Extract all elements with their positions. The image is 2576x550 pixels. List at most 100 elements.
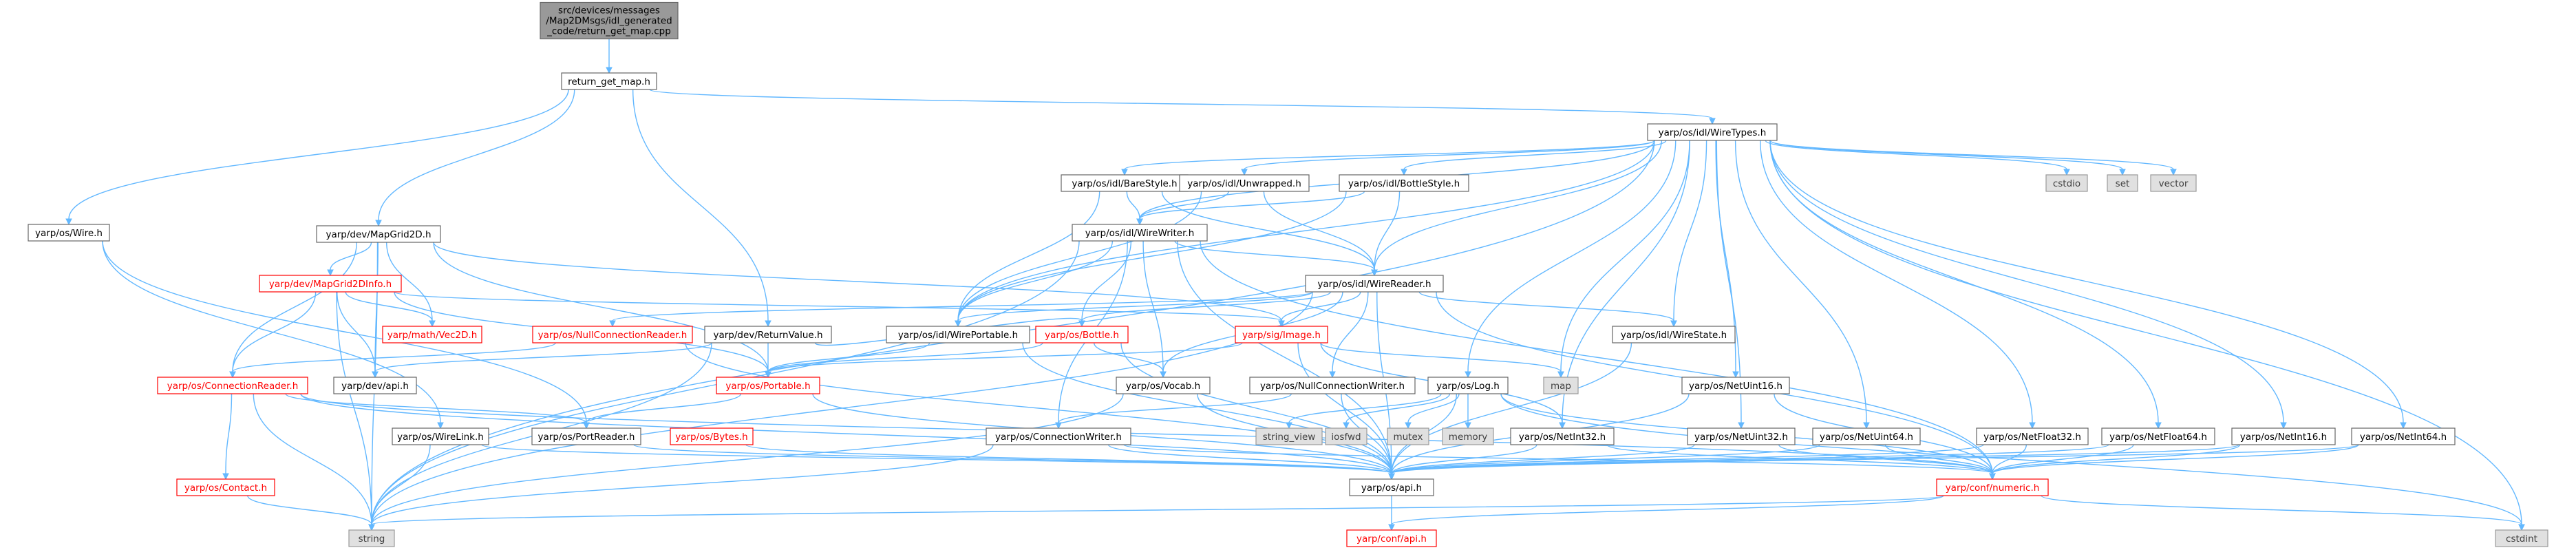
node-netfloat64-h[interactable]: yarp/os/NetFloat64.h xyxy=(2101,427,2215,445)
node-box xyxy=(561,72,657,90)
node-mapgrid2d-h[interactable]: yarp/dev/MapGrid2D.h xyxy=(316,225,441,243)
node-portable-h[interactable]: yarp/os/Portable.h xyxy=(716,377,820,394)
node-label: yarp/os/NetInt32.h xyxy=(1519,432,1606,443)
node-wire-h[interactable]: yarp/os/Wire.h xyxy=(28,224,110,242)
edge-return_get_map_h-to-mapgrid2d_h xyxy=(375,89,575,227)
node-label: yarp/os/NetInt16.h xyxy=(2240,432,2327,443)
edge-mapgrid2dinfo_h-to-string xyxy=(336,291,375,531)
edge-wirereader_h-to-image_h xyxy=(1278,291,1361,328)
node-return-get-map-h[interactable]: return_get_map.h xyxy=(561,72,657,90)
node-label: yarp/os/Portable.h xyxy=(725,381,810,392)
node-connectionwriter-h[interactable]: yarp/os/ConnectionWriter.h xyxy=(986,427,1131,445)
arrow-head-icon xyxy=(1738,422,1745,430)
node-os-api-h[interactable]: yarp/os/api.h xyxy=(1349,478,1434,496)
node-nullconnectionreader-h[interactable]: yarp/os/NullConnectionReader.h xyxy=(532,326,693,343)
node-netint64-h[interactable]: yarp/os/NetInt64.h xyxy=(2351,427,2456,445)
edge-wirereader_h-to-nullconnectionreader_h xyxy=(609,291,1313,328)
node-cstdio: cstdio xyxy=(2045,174,2088,192)
arrow-head-icon xyxy=(1863,422,1870,430)
node-dev-api-h[interactable]: yarp/dev/api.h xyxy=(333,377,417,394)
edge-line xyxy=(1769,140,2159,423)
arrow-head-icon xyxy=(1732,371,1739,379)
node-nullconnectionwriter-h[interactable]: yarp/os/NullConnectionWriter.h xyxy=(1249,377,1416,394)
node-wirestate-h[interactable]: yarp/os/idl/WireState.h xyxy=(1612,326,1736,343)
node-box xyxy=(176,478,275,496)
node-box xyxy=(1325,427,1367,445)
node-vocab-h[interactable]: yarp/os/Vocab.h xyxy=(1116,377,1211,394)
node-box xyxy=(1936,478,2049,496)
edge-root-to-return_get_map_h xyxy=(606,39,613,74)
node-label: src/devices/messages xyxy=(558,6,660,17)
edge-line xyxy=(957,191,1100,321)
node-label: yarp/os/Vocab.h xyxy=(1126,381,1200,392)
node-label: string xyxy=(359,533,385,544)
node-netfloat32-h[interactable]: yarp/os/NetFloat32.h xyxy=(1976,427,2089,445)
node-wiretypes-h[interactable]: yarp/os/idl/WireTypes.h xyxy=(1647,123,1778,141)
arrow-head-icon xyxy=(375,220,382,227)
edge-line xyxy=(612,291,1313,321)
node-netuint16-h[interactable]: yarp/os/NetUint16.h xyxy=(1681,377,1790,394)
node-box xyxy=(1339,174,1469,192)
edge-line xyxy=(1161,191,1375,271)
node-box xyxy=(1349,478,1434,496)
node-wirereader-h[interactable]: yarp/os/idl/WireReader.h xyxy=(1305,275,1444,293)
node-log-h[interactable]: yarp/os/Log.h xyxy=(1427,377,1509,394)
node-netint32-h[interactable]: yarp/os/NetInt32.h xyxy=(1510,427,1615,445)
edge-line xyxy=(957,240,1114,321)
arrow-head-icon xyxy=(2155,422,2162,430)
nodes-layer: src/devices/messages/Map2DMsgs/idl_gener… xyxy=(28,1,2548,547)
node-netint16-h[interactable]: yarp/os/NetInt16.h xyxy=(2231,427,2336,445)
edge-connectionwriter_h-to-string xyxy=(368,444,994,531)
edge-wiretypes_h-to-wirestate_h xyxy=(1670,140,1707,328)
edge-line xyxy=(337,291,376,372)
node-box xyxy=(2495,529,2548,547)
edge-line xyxy=(1391,444,1984,474)
edge-line xyxy=(957,191,1347,321)
node-box xyxy=(1035,326,1129,343)
node-vec2d-h[interactable]: yarp/math/Vec2D.h xyxy=(382,326,482,343)
edge-connectionreader_h-to-contact_h xyxy=(222,393,233,480)
node-bottlestyle-h[interactable]: yarp/os/idl/BottleStyle.h xyxy=(1339,174,1469,192)
node-string-view: string_view xyxy=(1255,427,1323,445)
node-connectionreader-h[interactable]: yarp/os/ConnectionReader.h xyxy=(157,377,308,394)
arrow-head-icon xyxy=(2119,169,2126,176)
edge-wiretypes_h-to-cstdio xyxy=(1765,140,2070,176)
node-netuint32-h[interactable]: yarp/os/NetUint32.h xyxy=(1687,427,1796,445)
node-mapgrid2dinfo-h[interactable]: yarp/dev/MapGrid2DInfo.h xyxy=(259,275,402,293)
node-label: yarp/dev/ReturnValue.h xyxy=(713,330,822,341)
node-image-h[interactable]: yarp/sig/Image.h xyxy=(1235,326,1328,343)
node-box xyxy=(1442,427,1494,445)
node-box xyxy=(1305,275,1444,293)
node-root[interactable]: src/devices/messages/Map2DMsgs/idl_gener… xyxy=(540,1,679,40)
node-label: yarp/os/ConnectionReader.h xyxy=(167,381,299,392)
node-returnvalue-h[interactable]: yarp/dev/ReturnValue.h xyxy=(704,326,832,343)
node-netuint64-h[interactable]: yarp/os/NetUint64.h xyxy=(1812,427,1921,445)
node-label: yarp/os/NetFloat64.h xyxy=(2109,432,2207,443)
node-box xyxy=(1812,427,1921,445)
node-wirelink-h[interactable]: yarp/os/WireLink.h xyxy=(392,427,489,445)
node-bottle-h[interactable]: yarp/os/Bottle.h xyxy=(1035,326,1129,343)
edge-wiretypes_h-to-netuint64_h xyxy=(1734,140,1870,430)
node-contact-h[interactable]: yarp/os/Contact.h xyxy=(176,478,275,496)
edge-line xyxy=(378,89,575,221)
node-numeric-h[interactable]: yarp/conf/numeric.h xyxy=(1936,478,2049,496)
edge-line xyxy=(1174,240,1375,271)
edge-line xyxy=(1769,140,2522,525)
node-conf-api-h[interactable]: yarp/conf/api.h xyxy=(1346,529,1437,547)
node-label: cstdio xyxy=(2053,178,2080,189)
node-unwrapped-h[interactable]: yarp/os/idl/Unwrapped.h xyxy=(1179,174,1310,192)
node-box xyxy=(1427,377,1509,394)
node-portreader-h[interactable]: yarp/os/PortReader.h xyxy=(531,427,641,445)
node-box xyxy=(2101,427,2215,445)
edge-line xyxy=(745,444,1392,474)
node-barestyle-h[interactable]: yarp/os/idl/BareStyle.h xyxy=(1061,174,1189,192)
node-wirewriter-h[interactable]: yarp/os/idl/WireWriter.h xyxy=(1072,224,1208,242)
arrow-head-icon xyxy=(327,269,334,277)
arrow-head-icon xyxy=(765,320,771,328)
node-bytes-h[interactable]: yarp/os/Bytes.h xyxy=(670,427,754,445)
node-wireportable-h[interactable]: yarp/os/idl/WirePortable.h xyxy=(886,326,1030,343)
node-label: yarp/os/idl/WireReader.h xyxy=(1317,279,1431,290)
edge-line xyxy=(1142,240,1164,372)
node-label: yarp/os/idl/WirePortable.h xyxy=(898,330,1018,341)
edge-line xyxy=(371,495,1944,525)
